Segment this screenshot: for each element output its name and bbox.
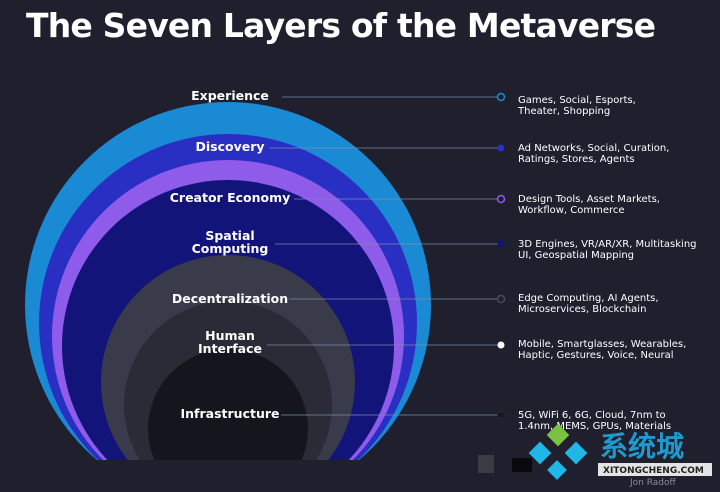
desc-human-1: Mobile, Smartglasses, Wearables, [518, 339, 686, 350]
layer-label-human: Human [205, 328, 255, 343]
desc-experience-1: Games, Social, Esports, [518, 95, 636, 106]
layer-label-computing: Computing [192, 241, 269, 256]
layer-label-infrastructure: Infrastructure [181, 406, 280, 421]
watermark-chinese: 系统城 [600, 430, 684, 463]
desc-experience-2: Theater, Shopping [517, 106, 610, 117]
marker-human-interface [497, 341, 505, 349]
marker-spatial-computing [497, 240, 505, 248]
desc-human-2: Haptic, Gestures, Voice, Neural [518, 350, 674, 361]
layer-label-interface: Interface [198, 341, 262, 356]
page-title: The Seven Layers of the Metaverse [26, 6, 656, 45]
desc-infra-1: 5G, WiFi 6, 6G, Cloud, 7nm to [518, 410, 666, 421]
watermark-logo-icon [528, 423, 588, 480]
watermark-site-bg [598, 463, 712, 476]
marker-creator-economy [496, 194, 506, 204]
artifact-panel [478, 455, 494, 473]
concentric-layers [25, 102, 431, 460]
layer-label-discovery: Discovery [195, 139, 264, 154]
marker-discovery [497, 144, 505, 152]
desc-spatial-2: UI, Geospatial Mapping [518, 250, 634, 261]
layer-label-experience: Experience [191, 88, 269, 103]
desc-infra-2: 1.4nm, MEMS, GPUs, Materials [518, 421, 671, 432]
marker-infrastructure [497, 411, 505, 419]
desc-spatial-1: 3D Engines, VR/AR/XR, Multitasking [518, 239, 697, 250]
watermark-site: XITONGCHENG.COM [603, 466, 704, 476]
layer-label-creator-economy: Creator Economy [170, 190, 291, 205]
marker-experience [496, 92, 506, 102]
desc-creator-1: Design Tools, Asset Markets, [518, 194, 660, 205]
connector-lines [267, 96, 498, 416]
layer-label-spatial: Spatial [205, 228, 254, 243]
artifact-panel [512, 458, 532, 472]
desc-decentral-2: Microservices, Blockchain [518, 304, 646, 315]
desc-creator-2: Workflow, Commerce [518, 205, 625, 216]
desc-discovery-1: Ad Networks, Social, Curation, [518, 143, 669, 154]
layer-label-decentralization: Decentralization [172, 291, 288, 306]
credit-text: Jon Radoff [629, 478, 677, 488]
marker-decentralization [496, 294, 506, 304]
layer-ring-infrastructure [148, 349, 308, 460]
connector-markers [496, 92, 506, 419]
desc-decentral-1: Edge Computing, AI Agents, [518, 293, 659, 304]
desc-discovery-2: Ratings, Stores, Agents [518, 154, 635, 165]
